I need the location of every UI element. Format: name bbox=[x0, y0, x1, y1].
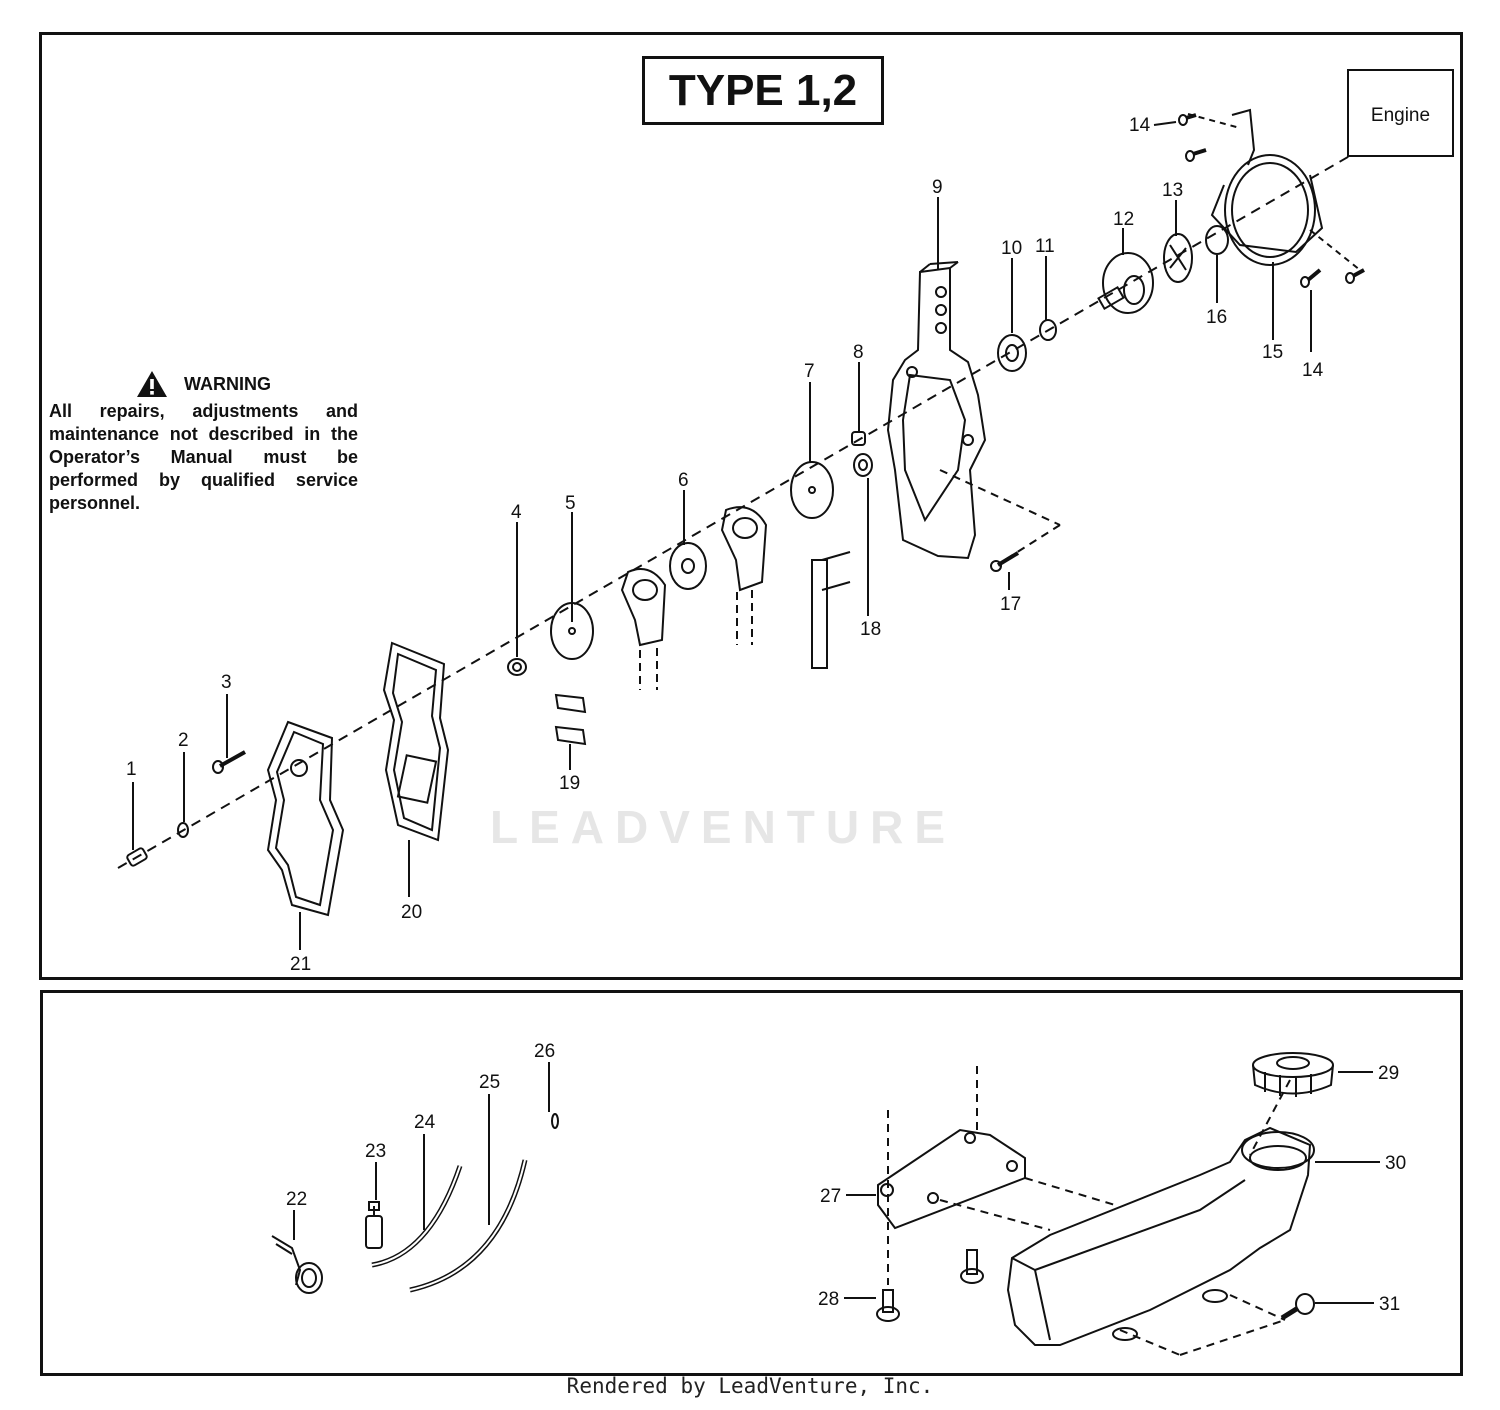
part-28-screw bbox=[876, 1289, 900, 1322]
part-21-cover-plate bbox=[266, 720, 345, 917]
callout-29: 29 bbox=[1378, 1063, 1399, 1084]
part-9-body-housing bbox=[886, 261, 987, 560]
part-26-grommet bbox=[551, 1113, 559, 1129]
part-22-clamp bbox=[271, 1235, 323, 1294]
callout-5: 5 bbox=[565, 493, 576, 514]
callout-7: 7 bbox=[804, 361, 815, 382]
part-10-bearing bbox=[997, 334, 1027, 372]
mounting-strip bbox=[811, 551, 851, 669]
callout-8: 8 bbox=[853, 342, 864, 363]
part-1-screw bbox=[126, 847, 148, 867]
callout-27: 27 bbox=[820, 1186, 841, 1207]
part-13-plate bbox=[1163, 233, 1193, 283]
callout-17: 17 bbox=[1000, 594, 1021, 615]
part-7-diaphragm bbox=[790, 461, 834, 519]
callout-28: 28 bbox=[818, 1289, 839, 1310]
warning-triangle-icon bbox=[137, 371, 167, 397]
callout-24: 24 bbox=[414, 1112, 436, 1133]
callout-31: 31 bbox=[1379, 1294, 1400, 1315]
part-23-fuel-filter bbox=[365, 1201, 383, 1249]
part-30-fuel-tank bbox=[1006, 1126, 1315, 1346]
callout-30: 30 bbox=[1385, 1153, 1406, 1174]
callout-23: 23 bbox=[365, 1141, 386, 1162]
part-18-grommet bbox=[853, 453, 873, 477]
part-16-disc bbox=[1205, 225, 1229, 255]
callout-14-top: 14 bbox=[1129, 115, 1151, 136]
callout-6: 6 bbox=[678, 470, 689, 491]
diagram-title: TYPE 1,2 bbox=[642, 56, 884, 125]
callout-1: 1 bbox=[126, 759, 137, 780]
callout-21: 21 bbox=[290, 954, 311, 975]
part-2-washer bbox=[177, 822, 189, 838]
part-8-cap bbox=[851, 431, 866, 446]
part-14-screws bbox=[1178, 113, 1365, 288]
callout-9: 9 bbox=[932, 177, 943, 198]
part-19-clips bbox=[554, 693, 587, 746]
warning-header: WARNING bbox=[49, 370, 358, 398]
upper-diagram-panel bbox=[39, 32, 1463, 980]
lower-diagram-panel bbox=[40, 990, 1463, 1376]
part-12-rotor bbox=[1097, 252, 1154, 314]
callout-22: 22 bbox=[286, 1189, 307, 1210]
valve-gasket-right bbox=[720, 506, 768, 645]
part-3-bolt bbox=[212, 750, 246, 774]
callout-3: 3 bbox=[221, 672, 232, 693]
part-17-screw bbox=[990, 551, 1020, 572]
part-15-housing-cover bbox=[1210, 108, 1324, 266]
watermark: LEADVENTURE bbox=[490, 801, 957, 853]
part-11-ring bbox=[1039, 319, 1057, 341]
tank-mount-screw bbox=[960, 1249, 984, 1284]
part-25-fuel-line bbox=[409, 1159, 528, 1293]
assembly-axis-line bbox=[117, 149, 1361, 869]
part-4-bushing bbox=[507, 658, 527, 676]
valve-gasket-left bbox=[620, 568, 667, 690]
part-6-valve bbox=[669, 542, 707, 590]
warning-notice: WARNING All repairs, adjustments and mai… bbox=[49, 370, 358, 515]
part-20-gasket bbox=[382, 641, 450, 842]
callout-16: 16 bbox=[1206, 307, 1227, 328]
callout-15: 15 bbox=[1262, 342, 1283, 363]
engine-label: Engine bbox=[1347, 69, 1454, 157]
part-31-screw bbox=[1280, 1293, 1315, 1321]
callout-25: 25 bbox=[479, 1072, 500, 1093]
callout-4: 4 bbox=[511, 502, 522, 523]
callout-20: 20 bbox=[401, 902, 422, 923]
callout-13: 13 bbox=[1162, 180, 1183, 201]
callout-26: 26 bbox=[534, 1041, 555, 1062]
callout-18: 18 bbox=[860, 619, 881, 640]
callout-labels: 1 2 3 4 5 6 7 8 9 10 11 12 13 14 14 15 1… bbox=[126, 115, 1406, 1315]
callout-10: 10 bbox=[1001, 238, 1022, 259]
callout-14-bottom: 14 bbox=[1302, 360, 1324, 381]
part-24-fuel-line bbox=[371, 1165, 463, 1268]
part-29-fuel-cap bbox=[1252, 1052, 1334, 1097]
callout-11: 11 bbox=[1035, 236, 1055, 257]
part-27-bracket bbox=[877, 1128, 1026, 1230]
callout-19: 19 bbox=[559, 773, 580, 794]
callout-12: 12 bbox=[1113, 209, 1134, 230]
footer-credit: Rendered by LeadVenture, Inc. bbox=[566, 1374, 934, 1398]
warning-heading: WARNING bbox=[184, 373, 271, 394]
callout-2: 2 bbox=[178, 730, 189, 751]
warning-text: All repairs, adjustments and maintenance… bbox=[49, 401, 358, 513]
